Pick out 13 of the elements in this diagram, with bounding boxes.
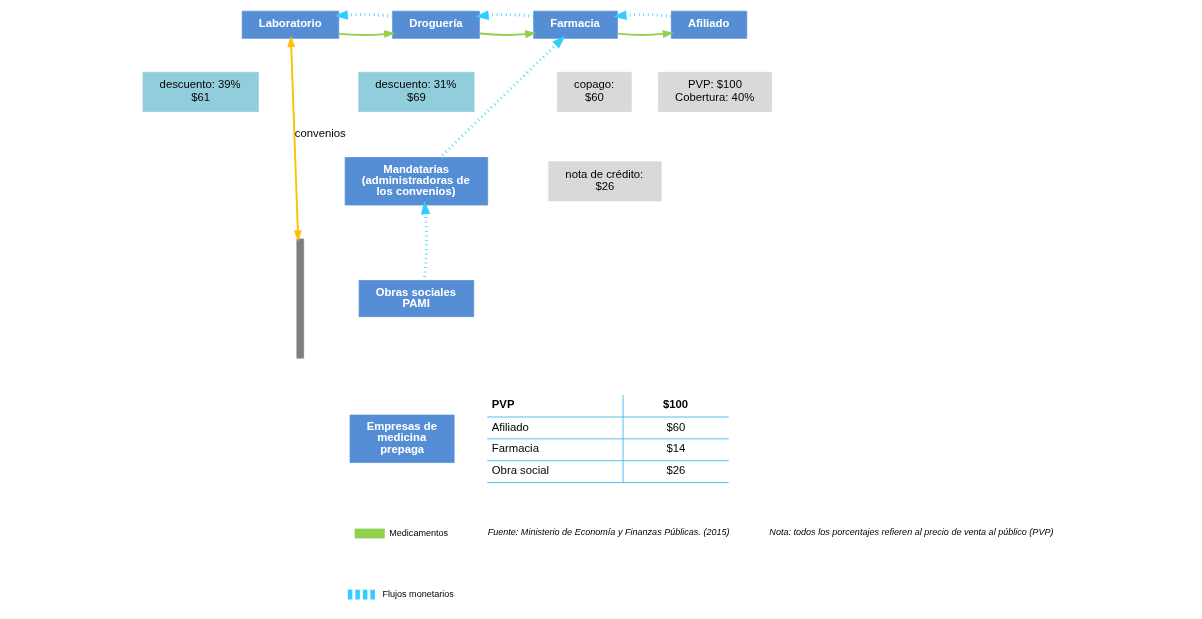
label: $14 — [666, 442, 686, 455]
label: $26 — [666, 464, 686, 477]
legend-label: Medicamentos — [389, 527, 449, 538]
label: Nota: todos los porcentajes refieren al precio de venta al público (PVP) — [769, 526, 1054, 537]
label: Farmacia — [491, 442, 539, 455]
label: Fuente: Ministerio de Economía y Finanzas Públicas. (2015) — [487, 526, 730, 537]
legend-label: Flujos monetarios — [382, 588, 454, 599]
label: Obra social — [491, 464, 549, 477]
label: $100 — [663, 397, 689, 410]
label: PVP — [491, 397, 515, 410]
label: $60 — [666, 420, 686, 433]
edge-label: convenios — [294, 127, 346, 140]
label: Afiliado — [491, 420, 529, 433]
